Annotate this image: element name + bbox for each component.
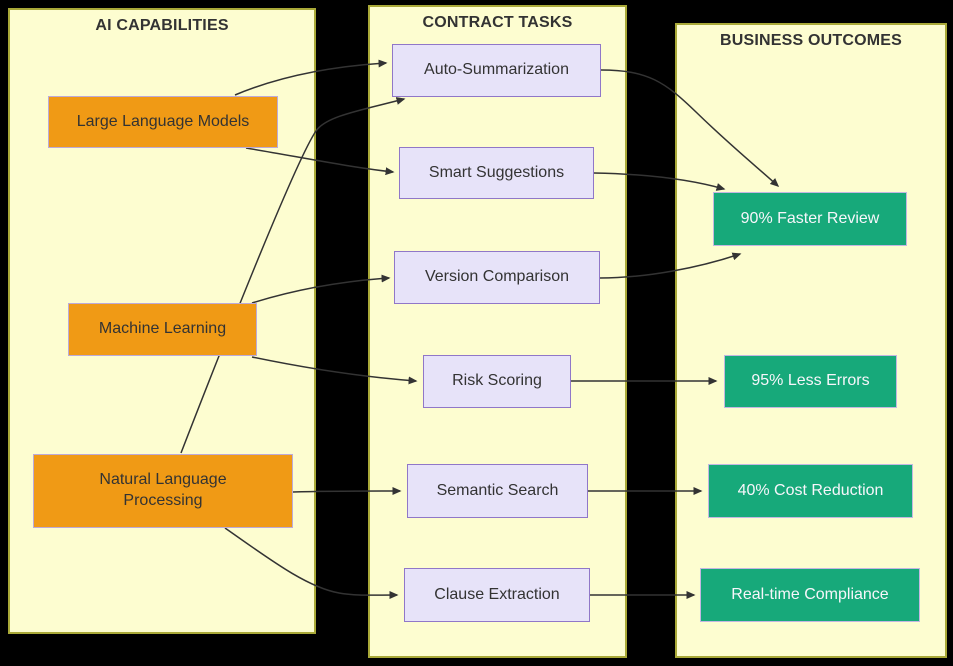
panel-title-business-outcomes: BUSINESS OUTCOMES <box>719 32 903 49</box>
node-smart-suggestions: Smart Suggestions <box>399 147 594 199</box>
edge-auto-to-faster <box>600 69 780 188</box>
edge-llm-to-smart <box>245 147 395 176</box>
node-label: Smart Suggestions <box>428 163 565 181</box>
node-label: Auto-Summarization <box>424 61 569 79</box>
edge-nlp-to-clause <box>224 527 399 600</box>
node-large-language-models: Large Language Models <box>48 96 278 148</box>
node-90-faster-review: 90% Faster Review <box>713 192 907 246</box>
edge-smart-to-faster <box>593 172 726 191</box>
node-40-cost-reduction: 40% Cost Reduction <box>708 464 913 518</box>
node-label: 95% Less Errors <box>751 372 870 390</box>
panel-title-contract-tasks: CONTRACT TASKS <box>422 14 573 31</box>
node-label: Clause Extraction <box>434 585 560 603</box>
edge-version-to-faster <box>599 252 742 279</box>
edge-llm-to-auto <box>234 59 388 96</box>
node-95-less-errors: 95% Less Errors <box>724 355 897 408</box>
panel-business-outcomes: BUSINESS OUTCOMES <box>675 23 947 658</box>
node-label: Semantic Search <box>436 481 559 499</box>
node-label: Large Language Models <box>76 112 250 130</box>
panel-title-ai-capabilities: AI CAPABILITIES <box>95 17 229 34</box>
node-label: Real-time Compliance <box>731 585 889 603</box>
node-clause-extraction: Clause Extraction <box>404 568 590 622</box>
edge-nlp-to-semantic <box>292 487 402 496</box>
edge-ml-to-risk <box>251 356 418 385</box>
node-label: Machine Learning <box>98 320 227 338</box>
node-natural-language-processing: Natural Language Processing <box>33 454 293 528</box>
node-label: 90% Faster Review <box>740 209 880 227</box>
node-label: Version Comparison <box>424 268 570 286</box>
node-label: Risk Scoring <box>452 372 542 390</box>
node-label: Natural Language Processing <box>99 471 227 509</box>
edge-ml-to-version <box>251 274 391 304</box>
node-label: 40% Cost Reduction <box>737 481 884 499</box>
node-machine-learning: Machine Learning <box>68 303 257 356</box>
edge-nlp-to-auto <box>180 97 406 454</box>
panel-contract-tasks: CONTRACT TASKS <box>368 5 627 658</box>
node-real-time-compliance: Real-time Compliance <box>700 568 920 622</box>
node-auto-summarization: Auto-Summarization <box>392 44 601 97</box>
node-semantic-search: Semantic Search <box>407 464 588 518</box>
node-version-comparison: Version Comparison <box>394 251 600 304</box>
node-risk-scoring: Risk Scoring <box>423 355 571 408</box>
